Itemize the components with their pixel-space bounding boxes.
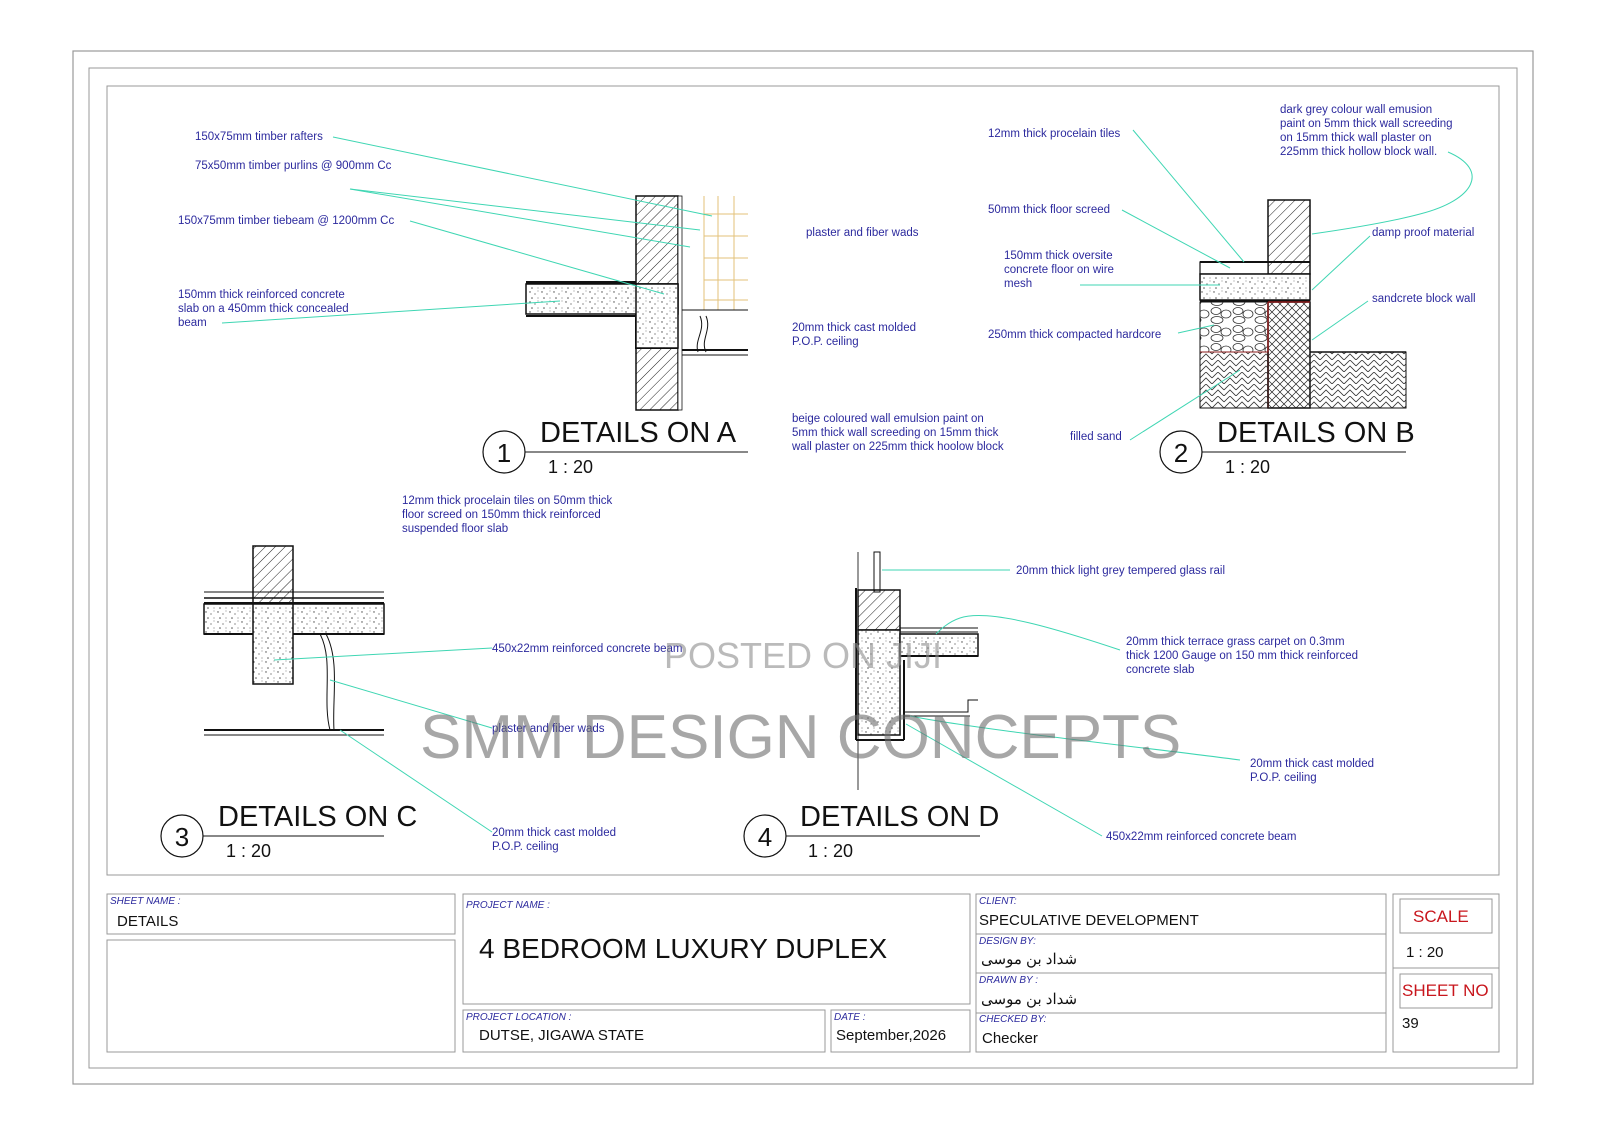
date-label: DATE : — [834, 1012, 866, 1023]
detail-b-number: 2 — [1174, 438, 1188, 468]
detail-a-number: 1 — [497, 438, 511, 468]
design-by-value: شداد بن موسى — [981, 951, 1077, 968]
detail-c-number: 3 — [175, 822, 189, 852]
detail-c-title: DETAILS ON C — [218, 801, 417, 833]
notes-a: 150x75mm timber rafters 75x50mm timber p… — [178, 131, 1004, 453]
detail-a-scale: 1 : 20 — [548, 457, 593, 477]
project-location-cell — [462, 1009, 826, 1053]
detail-d-leaders — [882, 569, 1241, 837]
note-d-ceiling-2: P.O.P. ceiling — [1250, 772, 1317, 784]
note-d-carpet-2: thick 1200 Gauge on 150 mm thick reinfor… — [1126, 650, 1358, 662]
project-name-cell — [462, 893, 971, 1005]
detail-a-drawing — [525, 195, 748, 411]
detail-b-title: DETAILS ON B — [1217, 417, 1415, 449]
detail-c-leaders — [273, 647, 493, 833]
note-b-paint-3: on 15mm thick wall plaster on — [1280, 132, 1431, 144]
note-a-paint-2: 5mm thick wall screeding on 15mm thick — [792, 427, 999, 439]
scale-value: 1 : 20 — [1406, 944, 1444, 961]
blank-cell — [106, 939, 456, 1053]
checked-by-label: CHECKED BY: — [979, 1014, 1047, 1025]
note-a-paint-3: wall plaster on 225mm thick hoolow block — [791, 441, 1004, 453]
note-c-slab-3: suspended floor slab — [402, 523, 508, 535]
sheet-no-label: SHEET NO — [1402, 981, 1489, 1000]
note-d-beam: 450x22mm reinforced concrete beam — [1106, 831, 1297, 843]
outer-border — [72, 50, 1534, 1085]
notes-c: 12mm thick procelain tiles on 50mm thick… — [402, 495, 683, 853]
note-b-paint-2: paint on 5mm thick wall screeding — [1280, 118, 1453, 130]
note-d-rail: 20mm thick light grey tempered glass rai… — [1016, 565, 1225, 577]
scale-label: SCALE — [1413, 907, 1469, 926]
note-b-dpm: damp proof material — [1372, 227, 1474, 239]
detail-title-a: 1 DETAILS ON A 1 : 20 — [482, 417, 748, 477]
project-location-value: DUTSE, JIGAWA STATE — [479, 1027, 644, 1044]
detail-d-drawing — [855, 551, 979, 790]
sheet-name-value: DETAILS — [117, 913, 178, 930]
detail-b-scale: 1 : 20 — [1225, 457, 1270, 477]
inner-border — [88, 67, 1518, 1069]
client-value: SPECULATIVE DEVELOPMENT — [979, 912, 1199, 929]
project-name-label: PROJECT NAME : — [466, 900, 550, 911]
note-a-slab-2: slab on a 450mm thick concealed — [178, 303, 349, 315]
notes-b: 12mm thick procelain tiles dark grey col… — [988, 104, 1476, 443]
note-a-slab-1: 150mm thick reinforced concrete — [178, 289, 345, 301]
detail-a-leaders — [221, 136, 713, 324]
note-b-oversite-2: concrete floor on wire — [1004, 264, 1114, 276]
note-b-block: sandcrete block wall — [1372, 293, 1476, 305]
date-value: September,2026 — [836, 1027, 946, 1044]
note-c-plaster: plaster and fiber wads — [492, 723, 605, 735]
note-d-carpet-3: concrete slab — [1126, 664, 1194, 676]
note-a-ceiling-2: P.O.P. ceiling — [792, 336, 859, 348]
note-d-carpet-1: 20mm thick terrace grass carpet on 0.3mm — [1126, 636, 1345, 648]
note-b-oversite-1: 150mm thick oversite — [1004, 250, 1113, 262]
detail-title-d: 4 DETAILS ON D 1 : 20 — [743, 801, 999, 861]
note-b-paint-1: dark grey colour wall emusion — [1280, 104, 1432, 116]
detail-b-drawing — [1199, 199, 1407, 409]
detail-title-c: 3 DETAILS ON C 1 : 20 — [160, 801, 417, 861]
watermark-brand: SMM DESIGN CONCEPTS — [420, 703, 1181, 772]
watermark-posted: POSTED ON JIJI — [664, 635, 942, 676]
note-c-beam: 450x22mm reinforced concrete beam — [492, 643, 683, 655]
client-label: CLIENT: — [979, 896, 1017, 907]
note-a-plaster: plaster and fiber wads — [806, 227, 919, 239]
note-c-slab-2: floor screed on 150mm thick reinforced — [402, 509, 601, 521]
detail-d-scale: 1 : 20 — [808, 841, 853, 861]
note-b-screed: 50mm thick floor screed — [988, 204, 1110, 216]
note-a-rafters: 150x75mm timber rafters — [195, 131, 323, 143]
detail-c-scale: 1 : 20 — [226, 841, 271, 861]
detail-c-drawing — [203, 545, 385, 736]
sheet-name-cell — [106, 893, 456, 935]
checked-by-value: Checker — [982, 1030, 1038, 1047]
note-a-slab-3: beam — [178, 317, 207, 329]
title-block: SHEET NAME : DETAILS PROJECT NAME : 4 BE… — [106, 893, 1500, 1053]
note-c-slab-1: 12mm thick procelain tiles on 50mm thick — [402, 495, 613, 507]
detail-a-title: DETAILS ON A — [540, 417, 737, 449]
notes-d: 20mm thick light grey tempered glass rai… — [1016, 565, 1374, 843]
note-b-tiles: 12mm thick procelain tiles — [988, 128, 1121, 140]
drawn-by-value: شداد بن موسى — [981, 991, 1077, 1008]
drawing-frame — [106, 85, 1500, 876]
note-b-sand: filled sand — [1070, 431, 1122, 443]
note-a-tiebeam: 150x75mm timber tiebeam @ 1200mm Cc — [178, 215, 394, 227]
sheet-name-label: SHEET NAME : — [110, 896, 181, 907]
note-b-hardcore: 250mm thick compacted hardcore — [988, 329, 1161, 341]
project-name-value: 4 BEDROOM LUXURY DUPLEX — [479, 933, 888, 964]
detail-title-b: 2 DETAILS ON B 1 : 20 — [1159, 417, 1415, 477]
detail-d-title: DETAILS ON D — [800, 801, 999, 833]
note-b-paint-4: 225mm thick hollow block wall. — [1280, 146, 1437, 158]
note-c-ceiling-2: P.O.P. ceiling — [492, 841, 559, 853]
design-by-label: DESIGN BY: — [979, 936, 1036, 947]
note-a-purlins: 75x50mm timber purlins @ 900mm Cc — [195, 160, 392, 172]
note-d-ceiling-1: 20mm thick cast molded — [1250, 758, 1374, 770]
note-a-paint-1: beige coloured wall emulsion paint on — [792, 413, 984, 425]
sheet-no-value: 39 — [1402, 1015, 1419, 1032]
project-location-label: PROJECT LOCATION : — [466, 1012, 572, 1023]
note-c-ceiling-1: 20mm thick cast molded — [492, 827, 616, 839]
detail-d-number: 4 — [758, 822, 772, 852]
drawn-by-label: DRAWN BY : — [979, 975, 1038, 986]
note-a-ceiling-1: 20mm thick cast molded — [792, 322, 916, 334]
detail-b-leaders — [1080, 129, 1473, 441]
note-b-oversite-3: mesh — [1004, 278, 1032, 290]
date-cell — [830, 1009, 971, 1053]
